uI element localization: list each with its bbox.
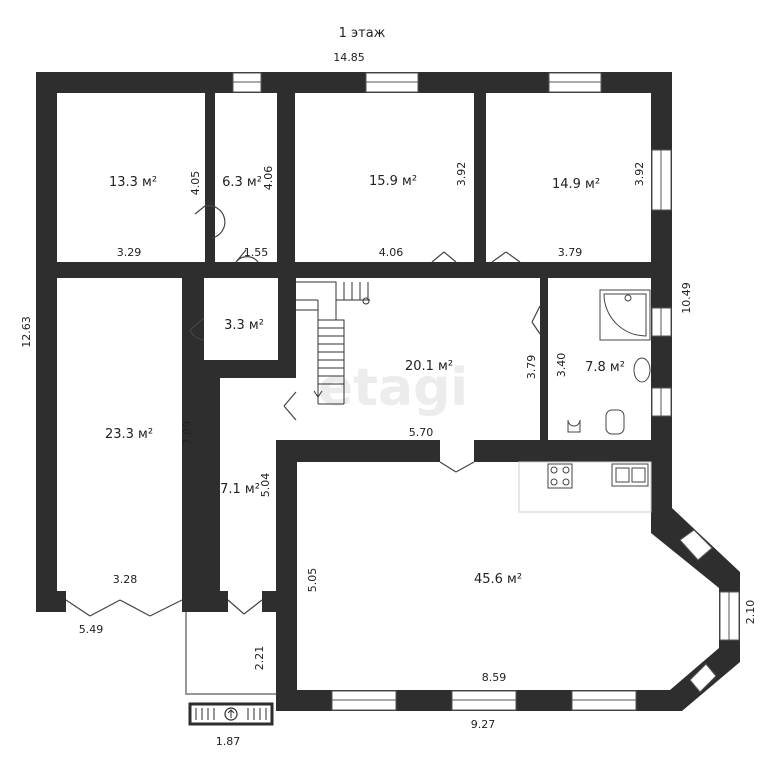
stairs (296, 281, 370, 405)
door-living (439, 461, 475, 473)
wall-left (36, 72, 57, 612)
stairs-start-icon (362, 297, 370, 305)
door-r2 (235, 249, 259, 263)
wall-hall-bottom-b (474, 440, 672, 462)
bathroom-fixtures (567, 289, 651, 435)
porch-outline (185, 612, 276, 695)
wall-r3-r4 (474, 93, 486, 262)
door-r4 (491, 251, 521, 263)
wall-r5-right (278, 278, 296, 378)
wall-r5-bottom (204, 360, 280, 378)
dim-living-outer-width: 9.27 (471, 718, 496, 731)
room-area-1: 13.3 м² (109, 175, 157, 190)
door-r1 (194, 205, 226, 239)
wall-r2-r3 (277, 93, 295, 262)
dim-r9-height: 5.04 (259, 473, 272, 498)
dim-right-height: 10.49 (680, 282, 693, 314)
wall-r1-r2 (205, 93, 215, 262)
room-area-8: 23.3 м² (105, 427, 153, 442)
dim-hall-width: 5.70 (409, 426, 434, 439)
room-labels: 13.3 м² 6.3 м² 15.9 м² 14.9 м² 3.3 м² 20… (105, 174, 625, 587)
dim-r4-width: 3.79 (558, 246, 583, 259)
door-r9 (227, 599, 263, 615)
room-area-6: 20.1 м² (405, 359, 453, 374)
kitchen-sink-icon (611, 463, 649, 487)
kitchen (518, 461, 652, 513)
dim-bay-width: 2.10 (744, 600, 757, 625)
door-bath (531, 305, 541, 335)
wall-upper-rooms-bottom (36, 262, 672, 278)
dim-r1-height: 4.05 (189, 171, 202, 196)
shower-icon (603, 293, 647, 337)
wall-top (36, 72, 672, 93)
room-area-4: 14.9 м² (552, 177, 600, 192)
window-bay-1 (679, 529, 713, 561)
porch (185, 612, 276, 726)
dim-r3-height: 3.92 (455, 162, 468, 187)
wall-r8-right (182, 278, 204, 612)
dim-r8-outer-width: 5.49 (79, 623, 104, 636)
room-area-3: 15.9 м² (369, 174, 417, 189)
dim-overall-width: 14.85 (333, 51, 365, 64)
wall-living-left (276, 440, 297, 711)
window-mullions (233, 81, 730, 701)
dim-bath-height: 3.40 (555, 353, 568, 378)
dim-overall-height: 12.63 (20, 316, 33, 348)
door-hall-left (283, 391, 297, 421)
stairs-arrow-icon (313, 360, 323, 398)
door-r3 (431, 251, 457, 263)
dim-r1-width: 3.29 (117, 246, 142, 259)
dimension-labels: 14.85 12.63 10.49 3.29 4.05 1.55 4.06 4.… (20, 51, 757, 748)
kitchen-counter (518, 461, 652, 513)
room-area-2: 6.3 м² (222, 175, 262, 190)
door-r8-double (65, 599, 183, 617)
dim-porch-height: 2.21 (253, 646, 266, 671)
dim-r2-width: 1.55 (244, 246, 269, 259)
room-area-9: 7.1 м² (220, 482, 260, 497)
room-area-10: 45.6 м² (474, 572, 522, 587)
dim-r8-height: 7.09 (181, 421, 194, 446)
window-bay-3 (689, 663, 717, 693)
floor-title: 1 этаж (339, 26, 386, 41)
wall-bottom-left-a (36, 591, 66, 612)
dim-living-width: 8.59 (482, 671, 507, 684)
room-area-7: 7.8 м² (585, 360, 625, 375)
dim-porch-width: 1.87 (216, 735, 241, 748)
wall-r9-left (204, 378, 220, 612)
dim-r3-width: 4.06 (379, 246, 404, 259)
room-area-5: 3.3 м² (224, 318, 264, 333)
dim-r4-height: 3.92 (633, 162, 646, 187)
bidet-icon (567, 419, 581, 433)
dim-r2-height: 4.06 (262, 166, 275, 191)
stairs-outline-a (296, 281, 370, 301)
wall-bath-left (540, 278, 548, 440)
dim-r8-width: 3.28 (113, 573, 138, 586)
dim-hall-height: 3.79 (525, 355, 538, 380)
sink-icon (633, 357, 651, 383)
dim-living-height: 5.05 (306, 568, 319, 593)
door-r5 (189, 317, 205, 341)
toilet-icon (605, 409, 625, 435)
doors (65, 205, 541, 617)
wall-hall-bottom-a (296, 440, 440, 462)
